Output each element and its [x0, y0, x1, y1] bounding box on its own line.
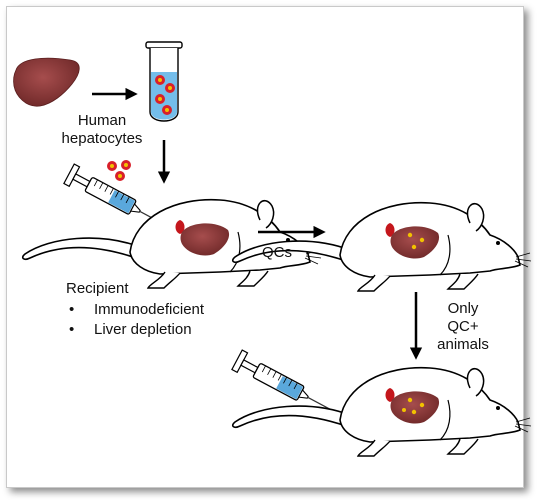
recipient-block: Recipient •Immunodeficient •Liver deplet… [66, 280, 204, 340]
human-hepatocytes-label: Human hepatocytes [50, 112, 154, 148]
only-qc-line-3: animals [437, 336, 489, 353]
human-hepatocytes-line-1: Human [77, 112, 127, 129]
bullet-item: •Immunodeficient [69, 301, 205, 318]
recipient-bullets: •Immunodeficient •Liver depletion [66, 300, 204, 340]
test-tube-icon [145, 41, 183, 122]
only-qc-line-1: Only [447, 300, 479, 317]
bullet-immunodeficient: Immunodeficient [94, 301, 205, 318]
qcs-label: QCs [262, 244, 292, 261]
only-qc-animals-label: Only QC+ animals [424, 300, 502, 354]
human-hepatocytes-line-2: hepatocytes [61, 130, 143, 147]
donor-liver-icon [13, 57, 80, 107]
bullet-liver-depletion: Liver depletion [94, 321, 192, 338]
qc-positive-mouse-icon [231, 366, 532, 457]
hepatocyte-cells-icon [107, 160, 131, 181]
only-qc-line-2: QC+ [447, 318, 479, 335]
bullet-item: •Liver depletion [69, 321, 192, 338]
engrafted-mouse-icon [231, 201, 532, 292]
recipient-title: Recipient [66, 280, 129, 297]
